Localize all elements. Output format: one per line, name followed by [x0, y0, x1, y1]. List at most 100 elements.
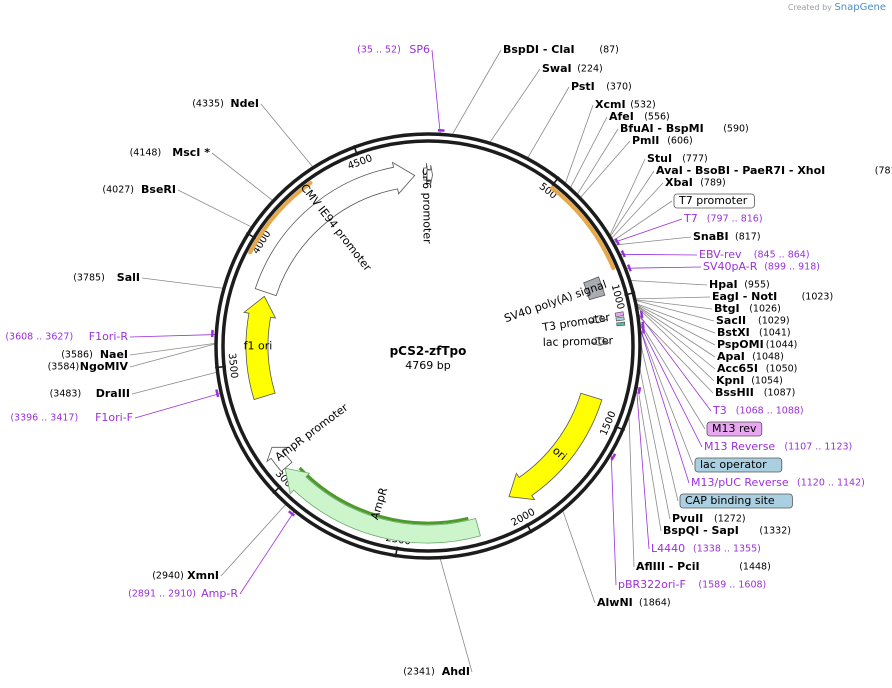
leader-line [613, 218, 683, 243]
primer-label-m13-puc-reverse: M13/pUC Reverse [691, 476, 789, 489]
feature-mini-1 [614, 311, 624, 318]
feature-box-lac-operator [694, 457, 783, 473]
plasmid-name: pCS2-zfTpo [390, 344, 467, 358]
enzyme-pos-afliii: (1448) [739, 562, 771, 573]
svg-text:BspQI - SapI: BspQI - SapI [663, 524, 739, 537]
svg-text:AlwNI: AlwNI [597, 596, 633, 609]
ruler-label-3500: 3500 [226, 353, 240, 379]
enzyme-pos-ndei: (4335) [192, 99, 224, 110]
svg-text:BtgI: BtgI [714, 302, 740, 315]
primer-label-sv40pa-r: SV40pA-R [703, 260, 758, 273]
svg-text:KpnI: KpnI [716, 374, 744, 387]
enzyme-label-sacii: SacII [716, 314, 746, 327]
ruler-tick-2500 [394, 546, 399, 558]
leader-line [635, 296, 711, 300]
leader-line [431, 49, 441, 134]
enzyme-pos-bseri: (4027) [102, 185, 134, 196]
enzyme-pos-psti: (370) [606, 82, 632, 93]
leader-line [638, 313, 712, 412]
brand-name: SnapGene [834, 2, 886, 13]
leader-line [639, 328, 690, 484]
leader-line [220, 504, 286, 577]
svg-text:BstXI: BstXI [717, 326, 750, 339]
enzyme-pos-pmli: (606) [667, 136, 693, 147]
enzyme-pos-eagi: (1023) [802, 292, 834, 303]
leader-line [489, 68, 541, 143]
plasmid-length: 4769 bp [405, 359, 450, 372]
enzyme-label-msci: MscI * [172, 146, 210, 159]
svg-text:SwaI: SwaI [542, 62, 572, 75]
svg-text:XbaI: XbaI [665, 176, 693, 189]
leader-line [610, 170, 655, 237]
enzyme-pos-bfuai: (590) [723, 124, 749, 135]
leader-line [638, 316, 714, 394]
enzyme-label-alwni: AlwNI [597, 596, 633, 609]
enzyme-pos-snabi: (817) [735, 232, 761, 243]
enzyme-pos-btgi: (1026) [749, 304, 781, 315]
leader-line [628, 416, 635, 568]
enzyme-label-xcmi: XcmI [595, 98, 626, 111]
svg-text:SnaBI: SnaBI [693, 230, 729, 243]
svg-text:PmlI: PmlI [632, 134, 659, 147]
svg-text:XcmI: XcmI [595, 98, 626, 111]
primer-range-m13-puc-reverse: (1120 .. 1142) [797, 478, 865, 489]
enzyme-label-avai: AvaI - BsoBI - PaeR7I - XhoI [656, 164, 825, 177]
leader-line [129, 334, 216, 338]
primer-label-f1ori-f: F1ori-F [95, 411, 133, 424]
svg-text:ApaI: ApaI [717, 350, 745, 363]
leader-line [527, 86, 570, 159]
leader-line [131, 371, 217, 395]
feature-f1-ori [243, 295, 277, 401]
feature-label-lac-promoter: lac promoter [543, 334, 614, 349]
svg-text:Acc65I: Acc65I [717, 362, 758, 375]
plasmid-backbone [214, 132, 642, 560]
leader-line [626, 266, 702, 269]
feature-box-m13-rev [706, 421, 763, 437]
leader-line [577, 128, 619, 195]
svg-text:PspOMI: PspOMI [717, 338, 764, 351]
leader-line [610, 454, 617, 586]
primer-mark-t7 [614, 237, 620, 246]
feature-ori [508, 392, 603, 501]
enzyme-pos-bstxi: (1041) [759, 328, 791, 339]
primer-range-t3: (1068 .. 1088) [736, 406, 804, 417]
svg-text:HpaI: HpaI [709, 278, 738, 291]
primer-mark-t3 [639, 310, 644, 319]
enzyme-pos-sacii: (1029) [758, 316, 790, 327]
feature-mini-2 [615, 316, 625, 322]
primer-range-l4440: (1338 .. 1355) [693, 544, 761, 555]
primer-label-sp6: SP6 [409, 43, 430, 56]
primer-label-l4440: L4440 [651, 542, 685, 555]
enzyme-pos-ngomiv: (3584) [48, 362, 80, 373]
svg-text:SacII: SacII [716, 314, 746, 327]
ruler-tick-1500 [614, 425, 625, 432]
enzyme-label-snabi: SnaBI [693, 230, 729, 243]
leader-line [141, 277, 224, 289]
enzyme-pos-acc65i: (1050) [766, 364, 798, 375]
primer-range-pbr322ori-f: (1589 .. 1608) [698, 580, 766, 591]
leader-line [211, 152, 273, 201]
leader-line [639, 324, 703, 448]
enzyme-pos-naei: (3586) [61, 350, 93, 361]
leader-line [439, 558, 473, 673]
svg-text:XmnI: XmnI [187, 569, 219, 582]
feature-box-label-lac-operator: lac operator [700, 458, 767, 471]
enzyme-label-btgi: BtgI [714, 302, 740, 315]
leader-line [635, 300, 715, 322]
svg-text:PstI: PstI [571, 80, 595, 93]
enzyme-pos-pvuii: (1272) [714, 514, 746, 525]
ruler-tick-3000 [272, 485, 282, 494]
enzyme-label-pmli: PmlI [632, 134, 659, 147]
svg-text:NgoMIV: NgoMIV [80, 360, 129, 373]
enzyme-label-bseri: BseRI [141, 183, 176, 196]
enzyme-label-eagi: EagI - NotI [712, 290, 777, 303]
svg-text:BfuAI - BspMI: BfuAI - BspMI [620, 122, 704, 135]
leader-line [630, 280, 708, 286]
feature-label-t3-promoter: T3 promoter [540, 311, 611, 335]
feature-cmv-ie94-promoter [254, 161, 416, 297]
leader-line [639, 368, 671, 520]
svg-text:BssHII: BssHII [715, 386, 754, 399]
svg-text:StuI: StuI [647, 152, 672, 165]
svg-text:AfeI: AfeI [609, 110, 634, 123]
